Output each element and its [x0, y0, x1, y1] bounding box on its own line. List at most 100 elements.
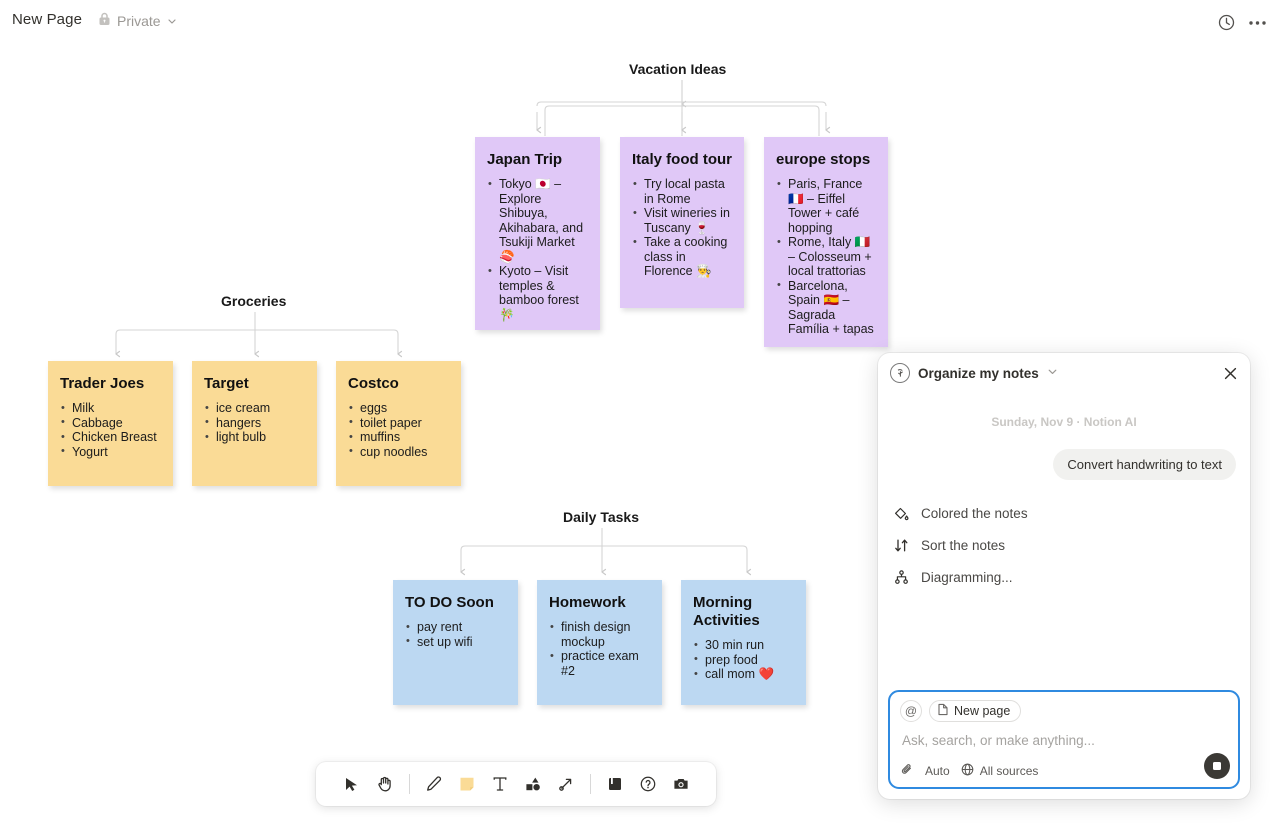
pan-hand-tool[interactable]: [370, 769, 400, 799]
list-item: cup noodles: [348, 444, 449, 460]
card-title: Italy food tour: [632, 151, 732, 168]
card-title: europe stops: [776, 151, 871, 168]
list-item: hangers: [204, 415, 305, 431]
attach-file-button[interactable]: [900, 762, 914, 779]
more-horizontal-icon[interactable]: [1249, 20, 1266, 26]
card-items: Try local pasta in Rome Visit wineries i…: [632, 177, 732, 279]
card-items: ice cream hangers light bulb: [204, 401, 305, 445]
ai-action-sort-notes[interactable]: Sort the notes: [892, 536, 1236, 554]
sticky-card-trader-joes[interactable]: Trader Joes Milk Cabbage Chicken Breast …: [48, 361, 173, 486]
list-item: Rome, Italy 🇮🇹 – Colosseum + local tratt…: [776, 235, 876, 279]
list-item: Milk: [60, 401, 161, 416]
list-item: Visit wineries in Tuscany 🍷: [632, 206, 732, 235]
text-tool[interactable]: [485, 769, 515, 799]
list-item: Cabbage: [60, 415, 161, 431]
ai-action-label: Sort the notes: [921, 537, 1006, 553]
context-chip-new-page[interactable]: New page: [929, 700, 1022, 722]
sources-selector[interactable]: All sources: [961, 763, 1039, 779]
ai-conversation: Sunday, Nov 9 · Notion AI Convert handwr…: [878, 393, 1250, 690]
list-item: Yogurt: [60, 444, 161, 460]
pen-tool[interactable]: [419, 769, 449, 799]
chevron-down-icon[interactable]: [1047, 364, 1058, 382]
ai-action-list: Colored the notes Sort the notes: [892, 504, 1236, 586]
list-item: practice exam #2: [549, 649, 650, 678]
list-item: prep food: [693, 652, 794, 668]
card-items: Milk Cabbage Chicken Breast Yogurt: [60, 401, 161, 459]
sticky-card-costco[interactable]: Costco eggs toilet paper muffins cup noo…: [336, 361, 461, 486]
ai-action-label: Colored the notes: [921, 505, 1028, 521]
sticky-note-tool[interactable]: [452, 769, 482, 799]
ai-assistant-panel: Organize my notes Sunday, Nov 9 · Notion…: [878, 353, 1250, 799]
card-title: Morning Activities: [693, 594, 760, 629]
ai-avatar-icon: [890, 363, 910, 383]
ai-panel-title: Organize my notes: [918, 365, 1039, 381]
user-message-bubble: Convert handwriting to text: [1053, 449, 1236, 480]
connector-tool[interactable]: [551, 769, 581, 799]
arrow-connector-icon: [557, 775, 575, 793]
list-item: Try local pasta in Rome: [632, 177, 732, 206]
group-title-groceries: Groceries: [221, 293, 287, 309]
ai-action-label: Diagramming...: [921, 569, 1013, 585]
group-title-vacation: Vacation Ideas: [629, 61, 727, 77]
cursor-icon: [343, 776, 360, 793]
list-item: ice cream: [204, 401, 305, 416]
sticky-card-homework[interactable]: Homework finish design mockup practice e…: [537, 580, 662, 705]
composer-footer: Auto All sources: [900, 762, 1228, 781]
top-bar-actions: [1218, 14, 1266, 31]
list-item: muffins: [348, 430, 449, 445]
pencil-icon: [425, 775, 443, 793]
clock-history-icon[interactable]: [1218, 14, 1235, 31]
sticky-card-target[interactable]: Target ice cream hangers light bulb: [192, 361, 317, 486]
close-x-icon[interactable]: [1223, 366, 1238, 381]
card-items: Tokyo 🇯🇵 – Explore Shibuya, Akihabara, a…: [487, 177, 588, 322]
sticky-card-europe-stops[interactable]: europe stops Paris, France 🇫🇷 – Eiffel T…: [764, 137, 888, 347]
shapes-tool[interactable]: [518, 769, 548, 799]
mention-button[interactable]: @: [900, 700, 922, 722]
card-items: 30 min run prep food call mom ❤️: [693, 638, 794, 682]
list-item: Tokyo 🇯🇵 – Explore Shibuya, Akihabara, a…: [487, 177, 588, 264]
card-title: Costco: [348, 375, 399, 392]
group-title-daily: Daily Tasks: [563, 509, 640, 525]
card-items: Paris, France 🇫🇷 – Eiffel Tower + café h…: [776, 177, 876, 337]
camera-icon: [672, 775, 690, 793]
sticky-card-italy-food-tour[interactable]: Italy food tour Try local pasta in Rome …: [620, 137, 744, 308]
card-items: pay rent set up wifi: [405, 620, 506, 649]
context-chip-label: New page: [954, 704, 1011, 718]
list-item: 30 min run: [693, 638, 794, 653]
ai-action-diagramming[interactable]: Diagramming...: [892, 568, 1236, 586]
sort-arrows-icon: [892, 536, 910, 554]
question-circle-icon: [639, 775, 657, 793]
frame-icon: [606, 775, 624, 793]
list-item: Paris, France 🇫🇷 – Eiffel Tower + café h…: [776, 177, 876, 235]
frame-tool[interactable]: [600, 769, 630, 799]
ai-composer[interactable]: @ New page Ask, search, or make anything…: [888, 690, 1240, 789]
page-title[interactable]: New Page: [12, 11, 83, 28]
color-fill-icon: [892, 504, 910, 522]
text-t-icon: [491, 775, 509, 793]
hand-icon: [376, 775, 394, 793]
top-bar: New Page Private: [0, 0, 1280, 44]
select-cursor-tool[interactable]: [337, 769, 367, 799]
mode-label: Auto: [925, 763, 950, 778]
sticky-card-japan-trip[interactable]: Japan Trip Tokyo 🇯🇵 – Explore Shibuya, A…: [475, 137, 600, 330]
paperclip-icon: [900, 762, 914, 779]
model-mode-selector[interactable]: Auto: [925, 764, 950, 778]
card-title: TO DO Soon: [405, 594, 494, 611]
list-item: light bulb: [204, 430, 305, 445]
camera-tool[interactable]: [666, 769, 696, 799]
stop-square-icon[interactable]: [1204, 753, 1230, 779]
ai-prompt-input[interactable]: Ask, search, or make anything...: [902, 733, 1095, 748]
chevron-down-icon: [167, 13, 177, 29]
ai-action-colored-notes[interactable]: Colored the notes: [892, 504, 1236, 522]
privacy-selector[interactable]: Private: [98, 12, 177, 29]
help-tool[interactable]: [633, 769, 663, 799]
sources-label: All sources: [979, 763, 1039, 778]
stop-square-glyph: [1213, 762, 1221, 770]
user-message-row: Convert handwriting to text: [892, 449, 1236, 480]
sticky-card-todo-soon[interactable]: TO DO Soon pay rent set up wifi: [393, 580, 518, 705]
lock-icon: [98, 12, 111, 29]
canvas-toolbar: [316, 762, 716, 806]
sticky-card-morning-activities[interactable]: Morning Activities 30 min run prep food …: [681, 580, 806, 705]
hierarchy-diagram-icon: [892, 568, 910, 586]
